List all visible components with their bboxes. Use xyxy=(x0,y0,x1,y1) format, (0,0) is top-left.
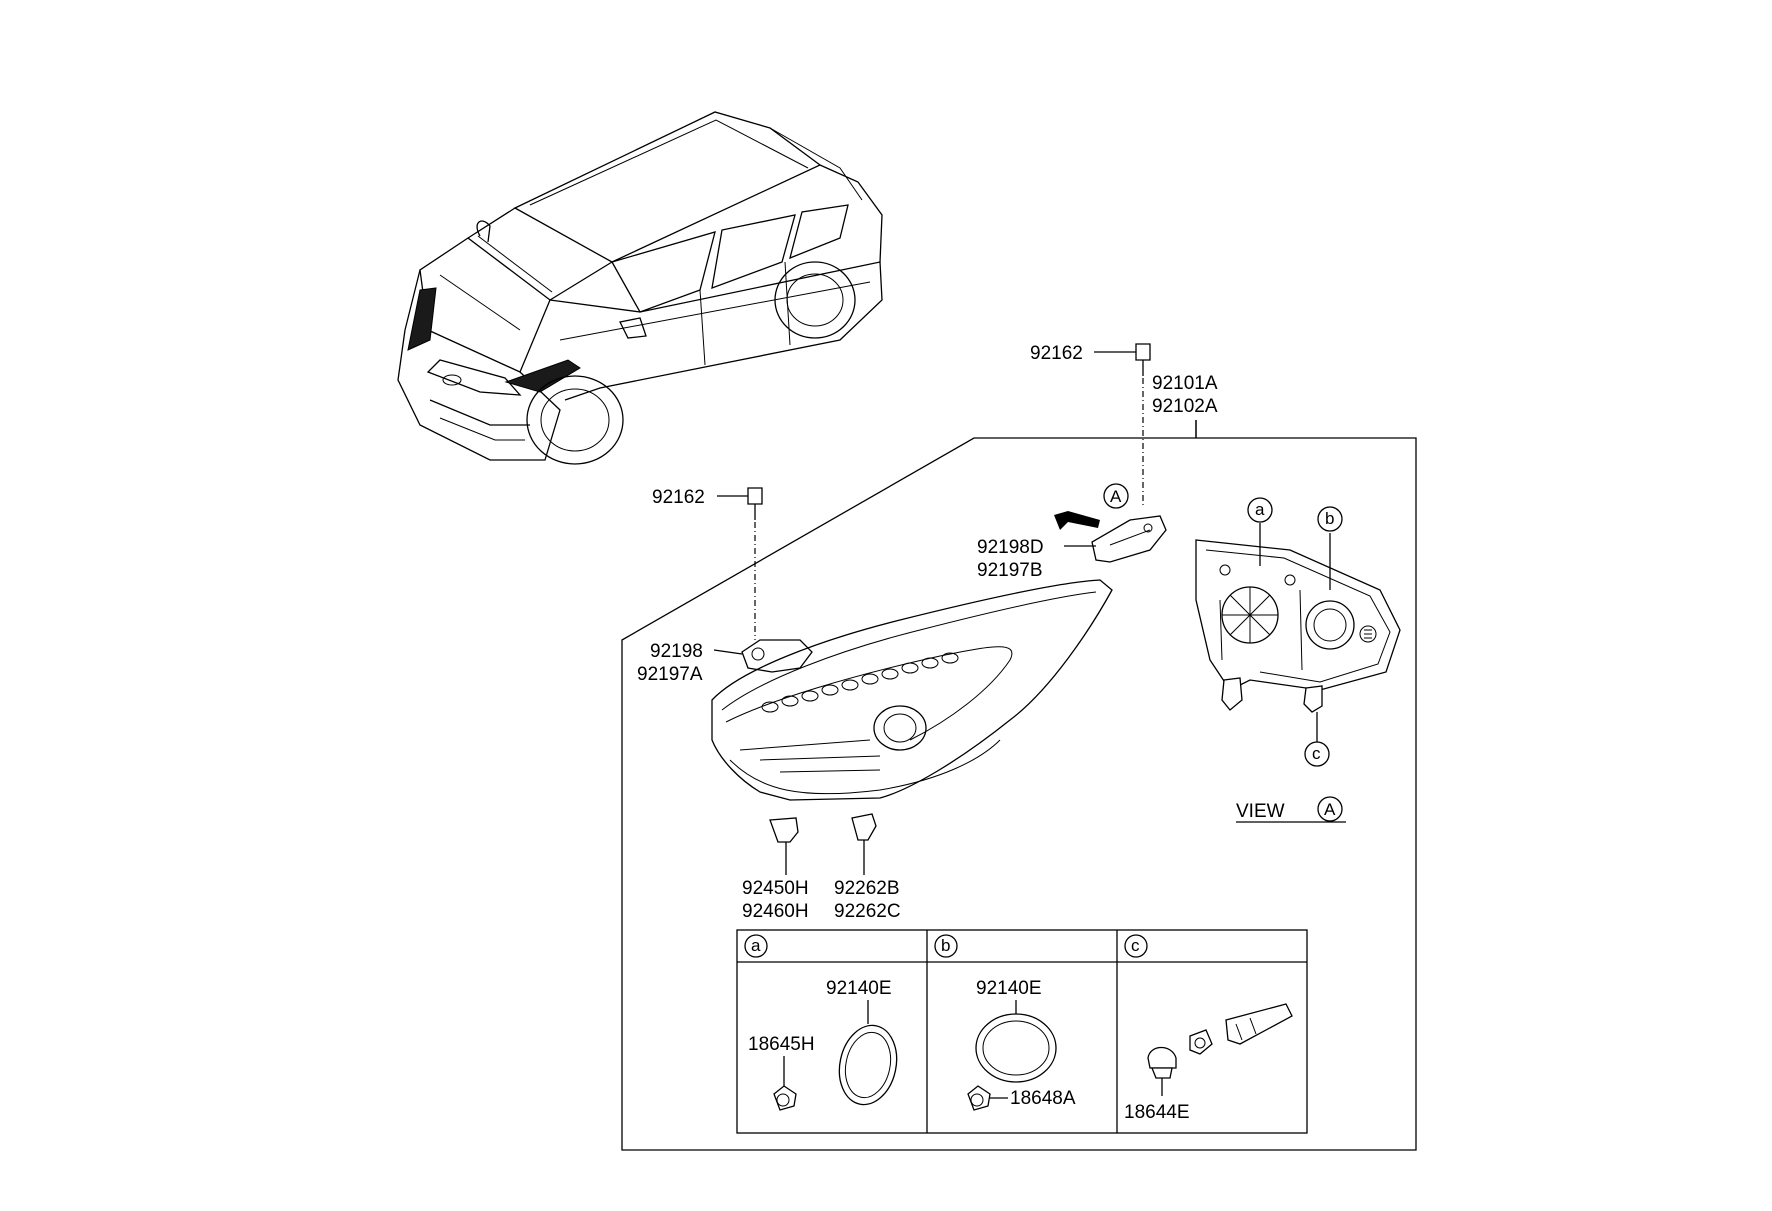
bolt-top xyxy=(1094,343,1151,506)
view-label: VIEW xyxy=(1236,801,1285,822)
label-92198: 92198 xyxy=(650,641,703,662)
bolt-left xyxy=(717,487,763,640)
label-92262C: 92262C xyxy=(834,901,901,922)
marker-b-letter: b xyxy=(1325,509,1334,528)
label-92162-left: 92162 xyxy=(652,487,705,508)
label-92197A: 92197A xyxy=(637,664,703,685)
table-header-a: a xyxy=(751,936,761,955)
marker-c-letter: c xyxy=(1312,744,1321,763)
view-direction-arrow xyxy=(1054,483,1129,530)
detail-table xyxy=(736,929,1308,1134)
marker-a-letter: a xyxy=(1255,500,1265,519)
label-cell-b-92140E: 92140E xyxy=(976,978,1042,999)
table-header-c: c xyxy=(1131,936,1140,955)
highlighted-left-headlamp xyxy=(407,287,437,351)
car-illustration xyxy=(397,111,883,465)
bracket-92198 xyxy=(713,639,813,673)
label-cell-a-18645H: 18645H xyxy=(748,1034,815,1055)
callout-labels: 92162 92101A 92102A 92162 92198D 92197B … xyxy=(637,343,1336,1123)
label-92197B: 92197B xyxy=(977,560,1043,581)
rear-view-housing xyxy=(1195,497,1401,823)
label-cell-b-18648A: 18648A xyxy=(1010,1088,1076,1109)
highlighted-right-headlamp xyxy=(504,359,581,393)
label-92450H: 92450H xyxy=(742,878,809,899)
cell-a-parts xyxy=(773,1000,898,1111)
arrow-marker-letter: A xyxy=(1110,487,1122,506)
label-92460H: 92460H xyxy=(742,901,809,922)
label-92101A: 92101A xyxy=(1152,373,1218,394)
cell-b-parts xyxy=(967,1000,1057,1111)
label-92198D: 92198D xyxy=(977,537,1044,558)
label-cell-a-92140E: 92140E xyxy=(826,978,892,999)
label-92102A: 92102A xyxy=(1152,396,1218,417)
view-marker-letter: A xyxy=(1324,800,1336,819)
label-cell-c-18644E: 18644E xyxy=(1124,1102,1190,1123)
bracket-92198D xyxy=(1064,515,1167,563)
label-92162-top: 92162 xyxy=(1030,343,1083,364)
assembly-frame xyxy=(621,420,1417,1151)
headlamp-assembly xyxy=(711,579,1113,875)
label-92262B: 92262B xyxy=(834,878,900,899)
table-header-b: b xyxy=(941,936,950,955)
cell-c-parts xyxy=(1147,1003,1293,1096)
